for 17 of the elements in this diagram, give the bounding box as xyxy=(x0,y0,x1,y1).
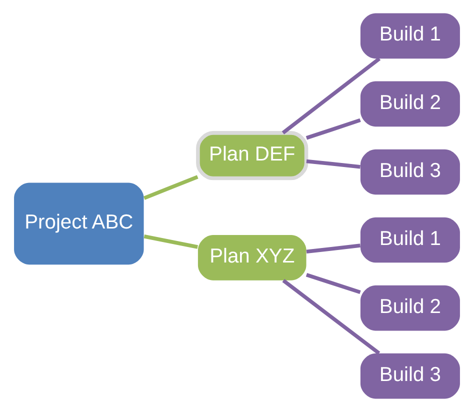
node-box: Project ABC xyxy=(14,182,144,265)
node-box: Build 1 xyxy=(360,217,460,263)
connector xyxy=(281,57,380,134)
connector xyxy=(143,175,198,200)
connector xyxy=(282,278,380,355)
node-box: Build 3 xyxy=(360,353,460,399)
connector xyxy=(305,118,360,140)
connector xyxy=(305,273,360,294)
node-box: Plan XYZ xyxy=(197,234,306,280)
connector xyxy=(143,234,198,249)
node-box: Build 2 xyxy=(360,285,460,331)
connector xyxy=(306,159,360,169)
node-box: Build 2 xyxy=(360,81,460,127)
node-box: Build 1 xyxy=(360,13,460,59)
node-box: Build 3 xyxy=(360,149,460,195)
connector xyxy=(306,244,360,254)
node-box: Plan DEF xyxy=(196,131,308,180)
